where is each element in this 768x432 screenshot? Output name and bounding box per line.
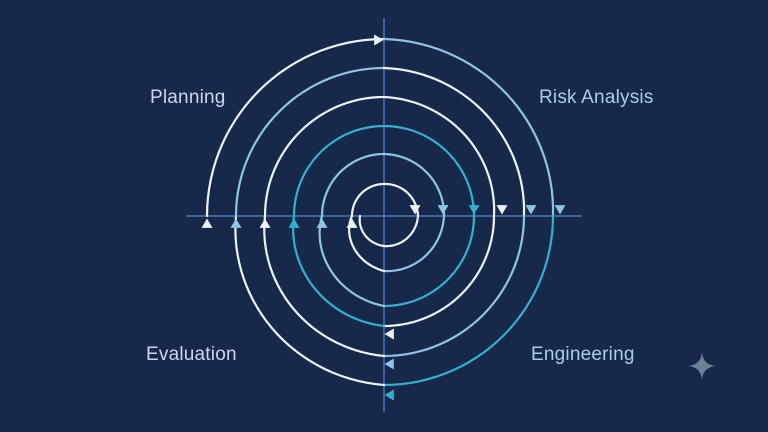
arrowhead-icon (525, 205, 537, 215)
arrowhead-icon (554, 205, 566, 215)
evaluation-label: Evaluation (146, 344, 237, 365)
arrowhead-icon (384, 389, 394, 401)
arrowhead-icon (468, 205, 480, 215)
spiral-segment (382, 152, 446, 218)
arrowhead-icon (384, 328, 394, 340)
spiral-segment (382, 124, 476, 218)
spiral-segment (292, 214, 386, 328)
spiral-segment (263, 214, 386, 358)
spiral-segment (382, 95, 496, 218)
arrowhead-icon (496, 205, 508, 215)
arrowhead-icon (346, 218, 358, 228)
spiral-segment (382, 66, 526, 218)
spiral-segment (263, 95, 386, 218)
spiral-segment (382, 214, 476, 308)
spiral-segment (382, 214, 496, 328)
arrowhead-icon (288, 218, 300, 228)
spiral-segment (205, 37, 386, 218)
spiral-segment (382, 214, 446, 273)
engineering-label: Engineering (531, 344, 635, 365)
spiral-segment (382, 214, 526, 358)
spiral-segment (234, 214, 386, 387)
spiral-segment (382, 214, 555, 387)
arrowhead-icon (384, 358, 394, 370)
arrowhead-icon (437, 205, 449, 215)
spiral-segment (350, 182, 386, 218)
spiral-segment (318, 214, 386, 308)
arrowhead-icon (201, 218, 213, 228)
spiral-segment (358, 214, 386, 248)
arrowhead-icon (409, 205, 421, 215)
spiral-path (201, 34, 566, 401)
arrowhead-icon (316, 218, 328, 228)
risk-analysis-label: Risk Analysis (539, 87, 654, 108)
arrowhead-icon (230, 218, 242, 228)
arrowhead-icon (374, 34, 384, 46)
spiral-segment (382, 214, 420, 248)
spiral-segment (320, 152, 386, 218)
spiral-segment (382, 37, 555, 218)
spiral-segment (382, 182, 420, 218)
arrowhead-icon (259, 218, 271, 228)
spiral-segment (292, 124, 386, 218)
planning-label: Planning (150, 87, 226, 108)
spiral-segment (234, 66, 386, 218)
sparkle-icon (688, 352, 716, 380)
